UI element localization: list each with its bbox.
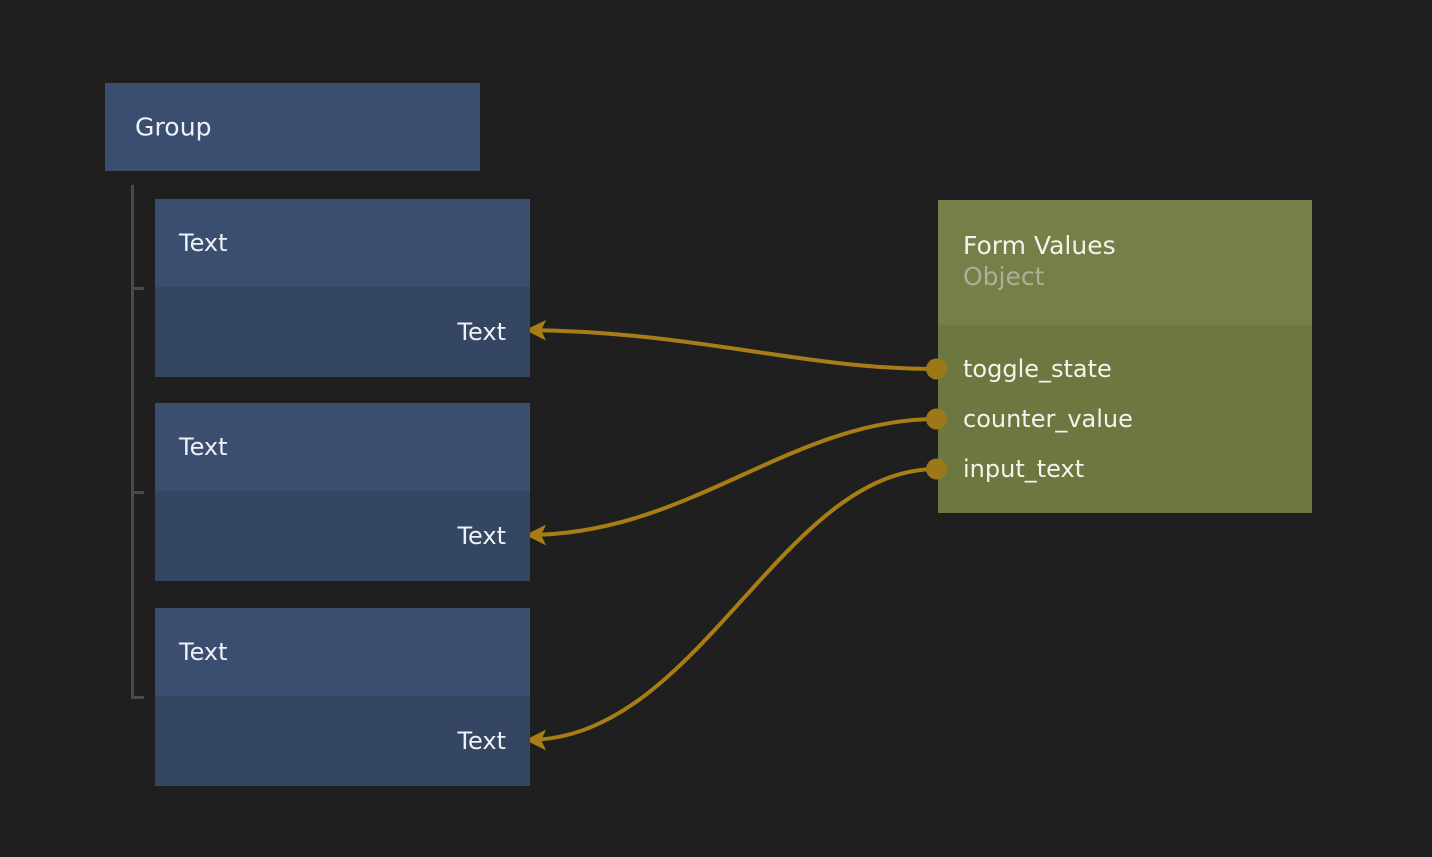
text-node-1-input-port-label: Text xyxy=(457,318,506,346)
edge-toggle-state[interactable] xyxy=(525,319,938,371)
output-port-label: counter_value xyxy=(963,405,1133,433)
text-node-3[interactable]: Text Text xyxy=(155,608,530,786)
output-port-toggle-state[interactable]: toggle_state xyxy=(926,344,1312,394)
port-dot-icon[interactable] xyxy=(926,408,947,430)
port-dot-icon[interactable] xyxy=(926,358,947,380)
form-values-node[interactable]: Form Values Object toggle_state counter_… xyxy=(926,200,1312,513)
text-node-1-header[interactable]: Text xyxy=(155,199,530,287)
output-port-counter-value[interactable]: counter_value xyxy=(926,394,1312,444)
group-node-title: Group xyxy=(135,112,212,142)
text-node-1-body[interactable]: Text xyxy=(155,287,530,377)
text-node-2-title: Text xyxy=(179,433,228,461)
text-node-1-title: Text xyxy=(179,229,228,257)
edge-counter-value[interactable] xyxy=(525,417,938,546)
text-node-2[interactable]: Text Text xyxy=(155,403,530,581)
tree-rail-stub-1 xyxy=(131,287,144,290)
tree-rail-stub-2 xyxy=(131,491,144,494)
text-node-3-body[interactable]: Text xyxy=(155,696,530,786)
text-node-3-title: Text xyxy=(179,638,228,666)
edge-input-text[interactable] xyxy=(525,467,938,751)
form-values-node-subtitle: Object xyxy=(963,262,1045,291)
tree-rail-stub-3 xyxy=(131,696,144,699)
text-node-2-header[interactable]: Text xyxy=(155,403,530,491)
output-port-label: toggle_state xyxy=(963,355,1112,383)
output-port-input-text[interactable]: input_text xyxy=(926,444,1312,494)
text-node-3-input-port-label: Text xyxy=(457,727,506,755)
form-values-node-title: Form Values xyxy=(963,231,1116,260)
output-port-label: input_text xyxy=(963,455,1085,483)
text-node-2-body[interactable]: Text xyxy=(155,491,530,581)
form-values-node-header[interactable]: Form Values Object xyxy=(938,200,1312,325)
form-values-node-body: toggle_state counter_value input_text xyxy=(926,325,1312,513)
group-node[interactable]: Group xyxy=(105,83,480,171)
text-node-3-header[interactable]: Text xyxy=(155,608,530,696)
text-node-1[interactable]: Text Text xyxy=(155,199,530,377)
port-dot-icon[interactable] xyxy=(926,458,947,480)
text-node-2-input-port-label: Text xyxy=(457,522,506,550)
tree-rail-vertical xyxy=(131,185,134,699)
